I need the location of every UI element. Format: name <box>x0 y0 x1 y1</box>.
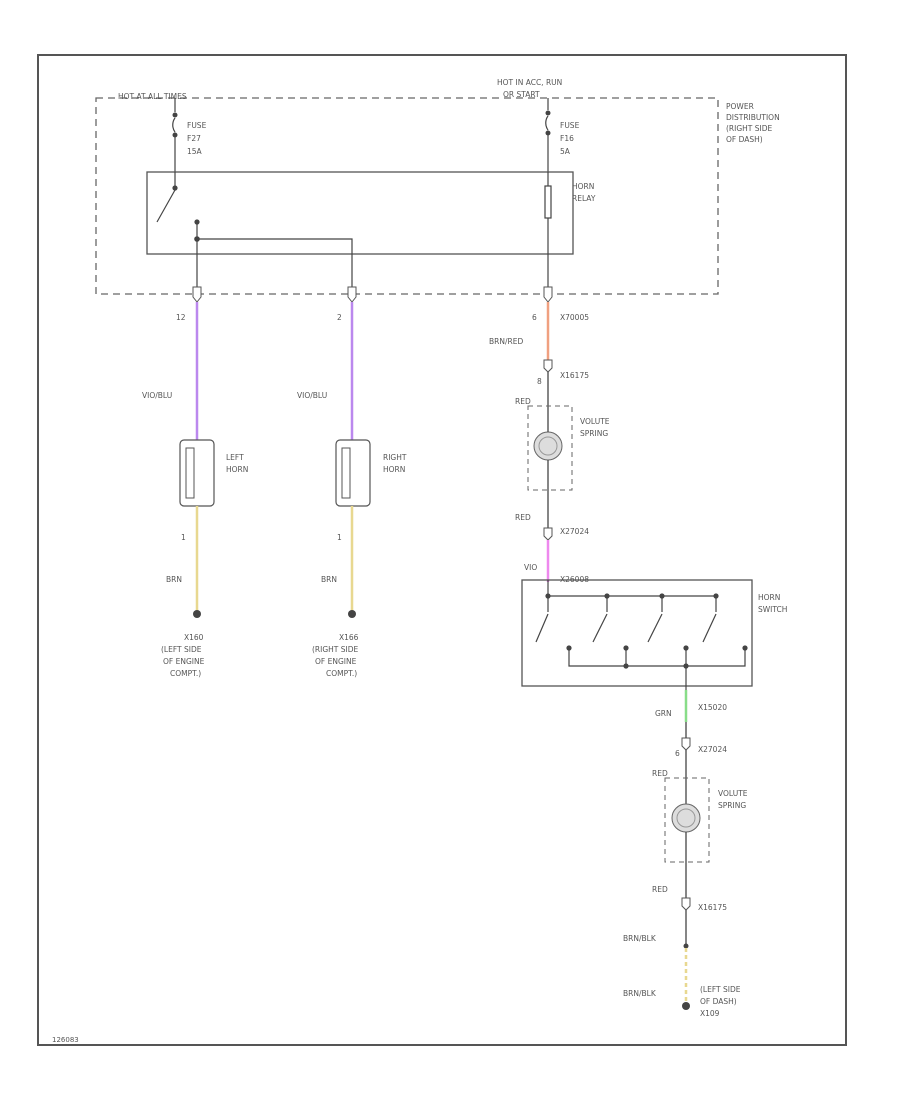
left-horn-ground-color: BRN <box>166 575 182 584</box>
left-horn-label: LEFT HORN <box>226 453 248 474</box>
clock-spring-2-in-connector: X27024 <box>698 745 727 754</box>
fuse-f27-label: FUSE F27 15A <box>187 121 209 156</box>
ground-wire-color-1: BRN/BLK <box>623 934 657 943</box>
clock-spring-1-in-pin: 8 <box>537 377 542 386</box>
clock-spring-1-label: VOLUTE SPRING <box>580 417 612 438</box>
horn-switch-box <box>521 579 753 687</box>
horn-switch-label: HORN SWITCH <box>758 593 787 614</box>
horn-switch-out-color: GRN <box>655 709 672 718</box>
right-horn-feed-color: VIO/BLU <box>297 391 327 400</box>
power-distribution-label: POWER DISTRIBUTION (RIGHT SIDE OF DASH) <box>726 102 782 144</box>
relay-switch-contacts <box>156 172 552 296</box>
clock-spring-2-in-color: RED <box>652 769 668 778</box>
hot-in-acc-run-label: HOT IN ACC, RUN OR START <box>497 78 565 99</box>
clock-spring-1-out-connector: X27024 <box>560 527 589 536</box>
clock-spring-1-in-connector: X16175 <box>560 371 589 380</box>
fuse-f16 <box>545 98 551 172</box>
horn-switch-in-color: VIO <box>524 563 537 572</box>
right-ground-label: X166 (RIGHT SIDE OF ENGINE COMPT.) <box>312 633 361 678</box>
clock-spring-2-out-color: RED <box>652 885 668 894</box>
fuse-f27 <box>172 98 178 172</box>
horn-switch-ground-circuit <box>664 690 710 1010</box>
left-ground-label: X160 (LEFT SIDE OF ENGINE COMPT.) <box>161 633 207 678</box>
relay-coil-pin: 6 <box>532 313 537 322</box>
ground-wire-color-2: BRN/BLK <box>623 989 657 998</box>
left-horn-ground-pin: 1 <box>181 533 186 542</box>
relay-coil-circuit <box>527 286 573 582</box>
right-horn-ground-color: BRN <box>321 575 337 584</box>
dash-ground-label: (LEFT SIDE OF DASH) X109 <box>700 985 743 1018</box>
horn-switch-contacts <box>535 580 748 690</box>
horn-relay-label: HORN RELAY <box>572 182 597 203</box>
clock-spring-1-in-color: RED <box>515 397 531 406</box>
diagram-code: 126083 <box>52 1036 79 1044</box>
horn-relay-box <box>146 171 574 255</box>
left-horn-feed-pin: 12 <box>176 313 186 322</box>
hot-at-all-times-label: HOT AT ALL TIMES <box>118 92 187 101</box>
relay-coil-color: BRN/RED <box>489 337 523 346</box>
clock-spring-2-in-pin: 6 <box>675 749 680 758</box>
right-horn-label: RIGHT HORN <box>383 453 409 474</box>
clock-spring-1-out-color: RED <box>515 513 531 522</box>
clock-spring-2-label: VOLUTE SPRING <box>718 789 750 810</box>
right-horn-circuit <box>335 286 371 618</box>
left-horn-feed-color: VIO/BLU <box>142 391 172 400</box>
right-horn-ground-pin: 1 <box>337 533 342 542</box>
fuse-f16-label: FUSE F16 5A <box>560 121 582 156</box>
diagram-frame <box>37 54 847 1046</box>
right-horn-feed-pin: 2 <box>337 313 342 322</box>
left-horn-circuit <box>179 286 215 618</box>
relay-out-connector: X70005 <box>560 313 589 322</box>
horn-switch-out-connector: X15020 <box>698 703 727 712</box>
clock-spring-2-out-connector: X16175 <box>698 903 727 912</box>
power-distribution-box <box>95 97 719 295</box>
